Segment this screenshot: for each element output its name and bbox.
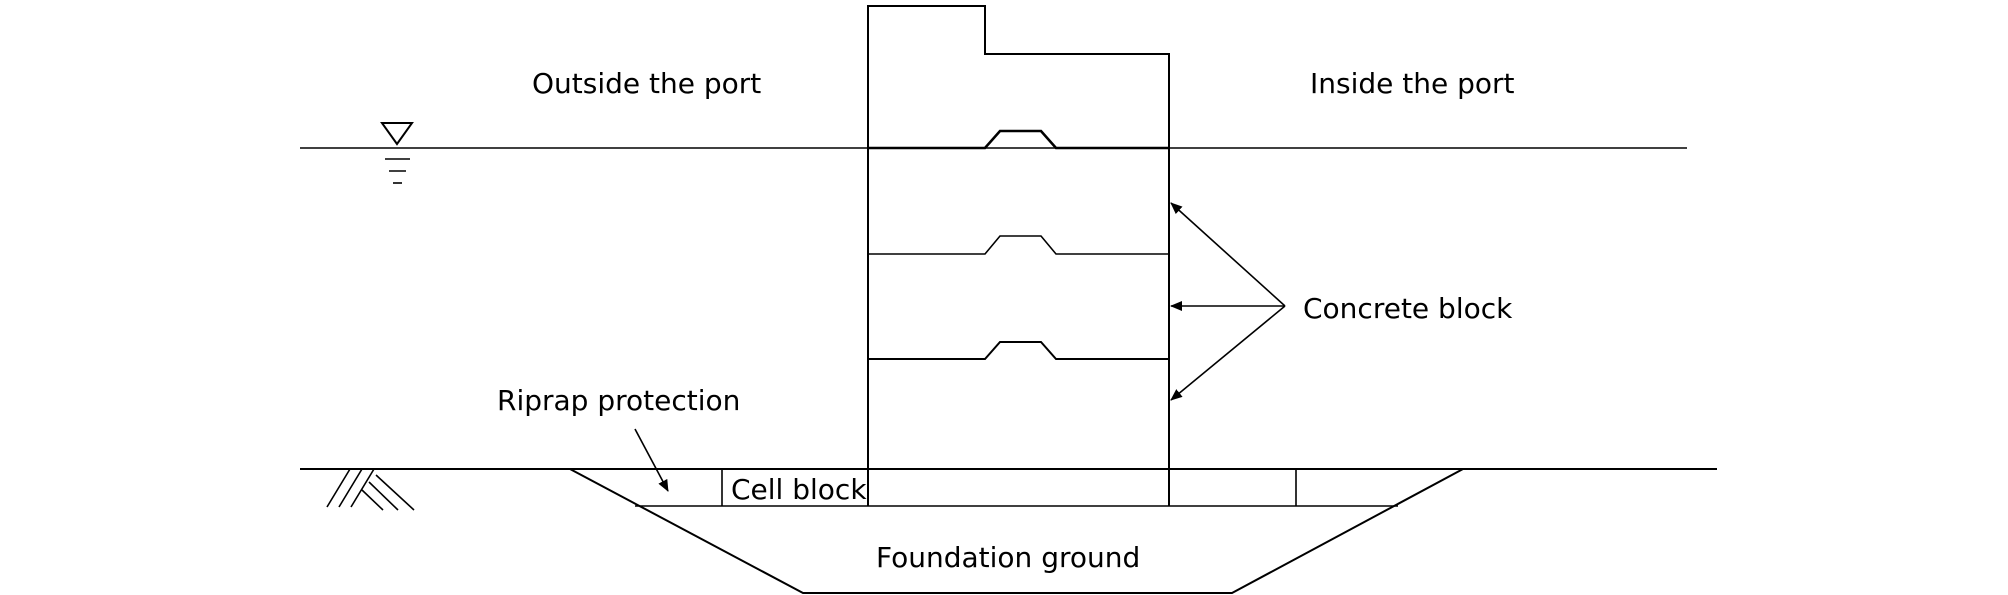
riprap-protection-label: Riprap protection [497,384,740,417]
water-level-triangle-icon [380,122,414,184]
inside-port-label: Inside the port [1310,67,1515,100]
foundation-ground-label: Foundation ground [876,541,1140,574]
concrete-block-arrows [1170,202,1286,401]
riprap-arrow [634,428,669,492]
block-joint-1 [868,129,1169,150]
ground-hatch-icon [326,468,415,511]
block-joint-3 [868,341,1169,360]
caisson-body [867,5,1170,506]
cell-block-layer [635,469,1398,507]
concrete-block-label: Concrete block [1303,292,1513,325]
block-joint-2 [868,235,1169,255]
foundation-trapezoid [569,468,1464,594]
outside-port-label: Outside the port [532,67,761,100]
cell-block-label: Cell block [731,473,867,506]
